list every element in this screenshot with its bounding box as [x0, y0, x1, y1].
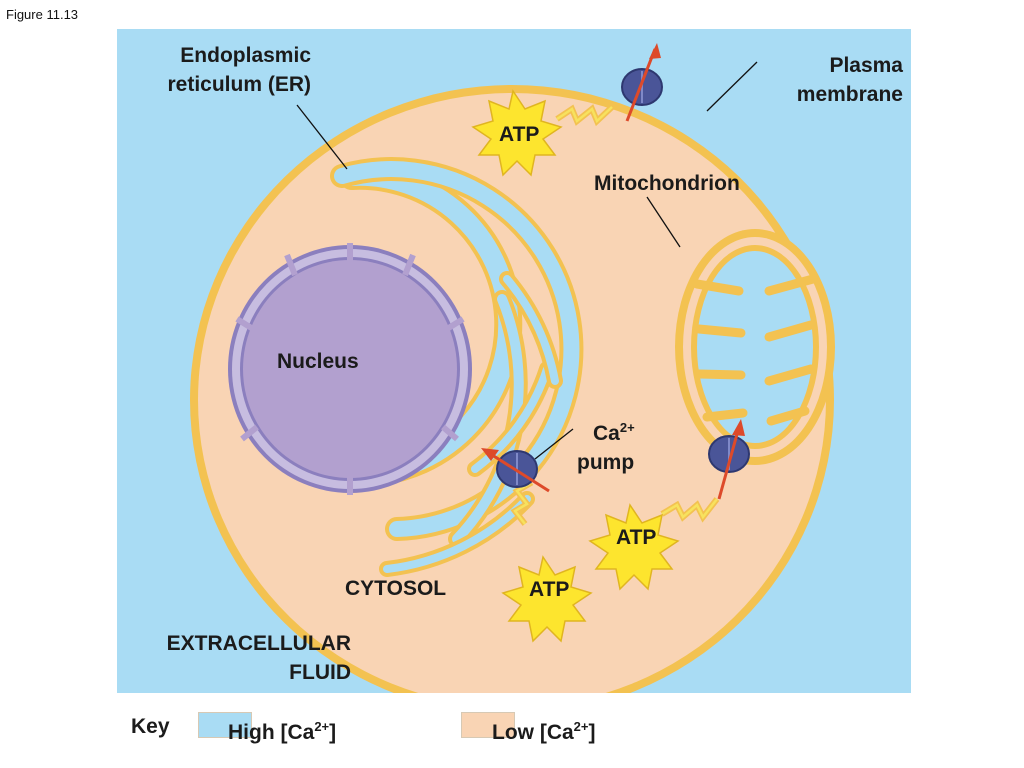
nucleus	[228, 243, 472, 495]
mitochondrion	[675, 229, 835, 465]
key-high-label: High [Ca2+]	[228, 712, 336, 747]
atp-label-right: ATP	[616, 526, 657, 549]
key-high-swatch	[198, 712, 252, 738]
key-low-close: ]	[588, 721, 596, 744]
key-high-sup: 2+	[314, 719, 330, 734]
ca-pump-text: Ca	[593, 422, 620, 445]
diagram-panel: ATP ATP ATP Endoplasmic reticulum (ER) P…	[117, 29, 911, 693]
key-low-swatch	[461, 712, 515, 738]
ca-pump-word: pump	[577, 451, 635, 474]
key-low-label: Low [Ca2+]	[492, 712, 596, 747]
key-low-text: Low [Ca	[492, 721, 574, 744]
key-high-close: ]	[329, 721, 337, 744]
cytosol-label: CYTOSOL	[345, 577, 447, 600]
atp-starburst-right	[588, 503, 680, 591]
extracellular-fluid-label: EXTRACELLULAR FLUID	[166, 632, 351, 684]
figure-label: Figure 11.13	[6, 7, 79, 22]
atp-starburst-bottom	[501, 555, 593, 643]
atp-label-bottom: ATP	[529, 578, 570, 601]
cell-diagram	[190, 43, 835, 693]
ca-pump-er	[481, 448, 550, 493]
key-title: Key	[131, 715, 170, 738]
ca-pump-superscript: 2+	[619, 420, 635, 435]
key-low-sup: 2+	[573, 719, 589, 734]
ca-pump-label: Ca2+ pump	[577, 413, 635, 477]
key-high-text: High [Ca	[228, 721, 315, 744]
ca-pump-plasma-membrane	[621, 43, 663, 122]
atp-starburst-top	[471, 89, 563, 177]
plasma-membrane-label: Plasma membrane	[796, 54, 903, 106]
nucleus-label: Nucleus	[277, 350, 359, 373]
atp-label-top: ATP	[499, 123, 540, 146]
er-label: Endoplasmic reticulum (ER)	[167, 44, 311, 96]
mitochondrion-label: Mitochondrion	[594, 172, 740, 195]
leader-lines	[296, 61, 758, 460]
ca-pump-mitochondrion	[708, 419, 750, 500]
